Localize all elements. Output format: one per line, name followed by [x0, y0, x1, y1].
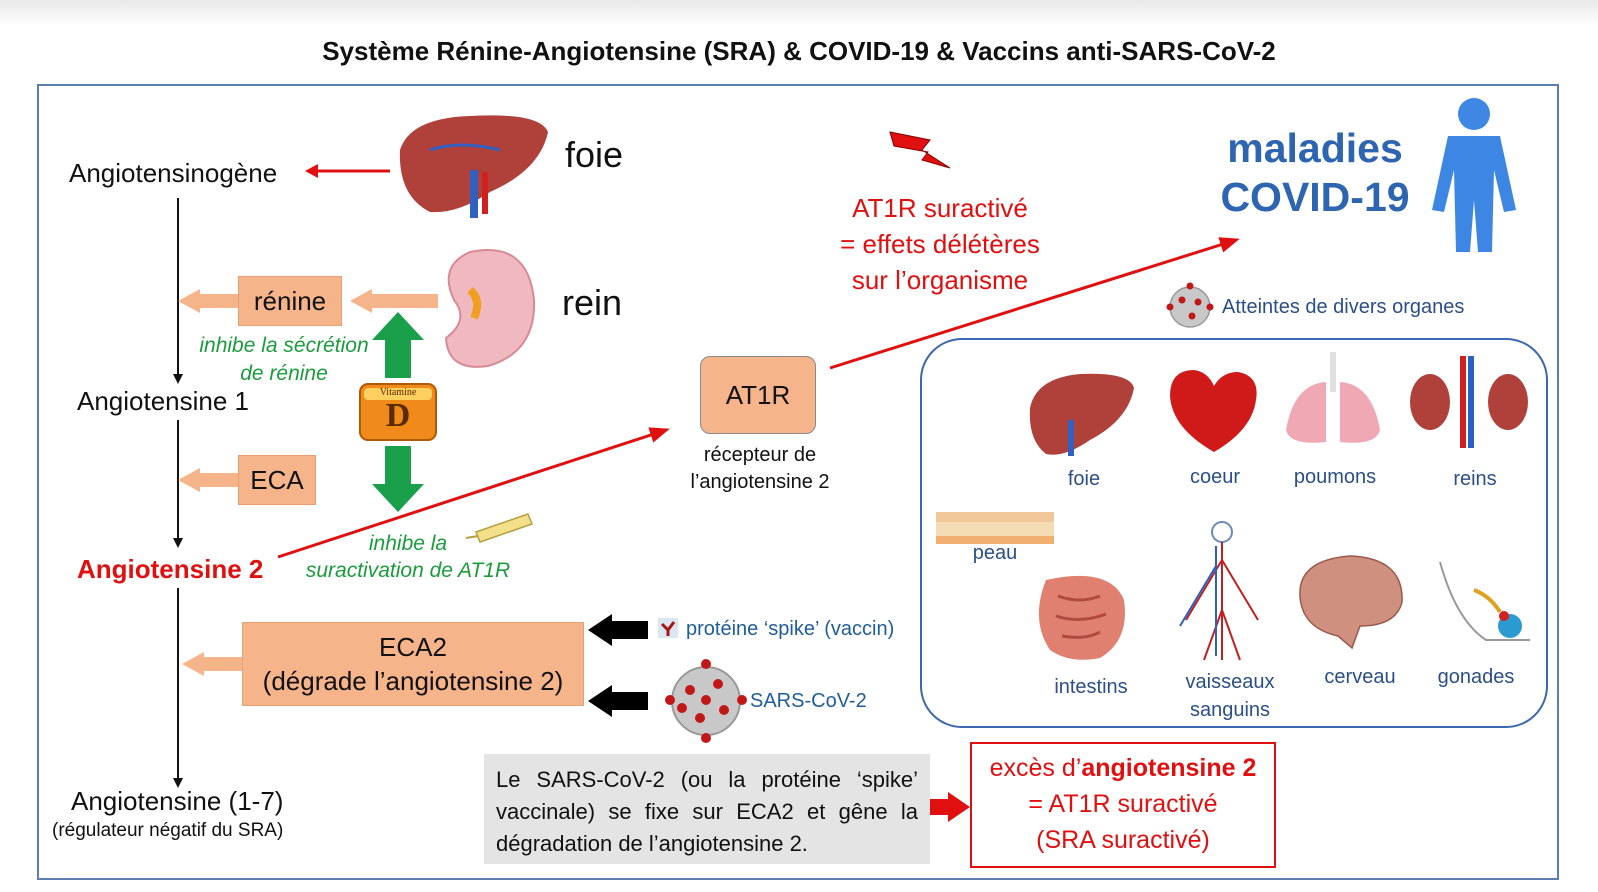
virus-icon: [665, 659, 747, 743]
diagram-frame: [37, 84, 1559, 880]
organ-lungs-label: poumons: [1293, 466, 1377, 488]
vitamin-d-icon: [359, 383, 437, 441]
inhibit-renin-line2: de rénine: [240, 362, 328, 385]
excess-bold: angiotensine 2: [1081, 754, 1257, 782]
at1r-box: AT1R: [700, 356, 816, 434]
organ-kidneys-icon: [1410, 356, 1528, 448]
angiotensinogen-label: Angiotensinogène: [69, 158, 278, 188]
angiotensin2-label: Angiotensine 2: [77, 554, 264, 584]
organ-vessels-line1: vaisseaux: [1185, 671, 1275, 693]
black-arrow-virus: [588, 685, 648, 717]
organs-box: [920, 338, 1548, 728]
spike-label: protéine ‘spike’ (vaccin): [686, 618, 895, 640]
organ-heart-icon: [1170, 370, 1257, 452]
organ-intestines-label: intestins: [1054, 676, 1128, 698]
angiotensin17-label: Angiotensine (1-7): [71, 786, 284, 816]
organ-vessels-label: vaisseaux sanguins: [1170, 668, 1290, 724]
organ-liver-label: foie: [1067, 468, 1101, 490]
eca2-box: ECA2 (dégrade l’angiotensine 2): [242, 622, 584, 706]
overactive-line1: AT1R suractivé: [852, 193, 1028, 223]
ampoule-icon: [465, 513, 533, 543]
organ-brain-label: cerveau: [1324, 666, 1396, 688]
peach-arrow-kidney: [350, 289, 438, 313]
lightning-icon: [889, 131, 951, 169]
organ-skin-label: peau: [972, 542, 1018, 564]
eca2-subtitle: (dégrade l’angiotensine 2): [262, 666, 564, 696]
kidney-label: rein: [562, 282, 623, 323]
overactive-line2: = effets délétères: [840, 229, 1040, 259]
disease-line1: maladies: [1227, 125, 1403, 171]
disease-title: maladies COVID-19: [1210, 124, 1420, 222]
inhibit-renin-line1: inhibe la sécrétion: [199, 334, 369, 357]
arrow-at1r-to-covid: [829, 237, 1240, 370]
excess-line2: = AT1R suractivé: [1028, 790, 1218, 818]
at1r-caption-line1: récepteur de: [703, 444, 817, 466]
small-virus-icon: [1166, 282, 1214, 328]
at1r-caption-line2: l’angiotensine 2: [690, 471, 830, 493]
peach-arrow-renin: [178, 289, 238, 313]
inhibit-at1r-line2: suractivation de AT1R: [305, 559, 511, 582]
organs-header: Atteintes de divers organes: [1222, 296, 1465, 318]
human-body-icon: [1432, 98, 1516, 252]
green-arrow-up: [372, 312, 424, 378]
eca2-title: ECA2: [379, 632, 447, 662]
vitamin-badge-letter: D: [385, 397, 411, 434]
organ-gonads-icon: [1439, 561, 1530, 641]
organ-intestines-icon: [1038, 575, 1125, 660]
eca-box: ECA: [238, 455, 316, 505]
organ-heart-label: coeur: [1189, 466, 1241, 488]
peach-arrow-eca2: [182, 652, 244, 676]
angiotensin1-label: Angiotensine 1: [77, 386, 250, 416]
overactive-line3: sur l’organisme: [851, 265, 1029, 295]
organ-skin-icon: [936, 512, 1054, 544]
excess-prefix: excès d’: [989, 754, 1082, 782]
liver-icon: [399, 115, 548, 218]
disease-line2: COVID-19: [1220, 174, 1410, 220]
page-title: Système Rénine-Angiotensine (SRA) & COVI…: [322, 36, 1276, 66]
green-arrow-down: [372, 446, 424, 512]
arrow-ang2-to-at1r: [277, 427, 670, 559]
organ-vessels-line2: sanguins: [1189, 699, 1271, 721]
peach-arrow-eca: [178, 468, 238, 492]
black-arrow-spike: [588, 614, 648, 646]
renin-box: rénine: [238, 276, 342, 326]
organ-vessels-icon: [1179, 521, 1259, 661]
spike-protein-icon: [658, 618, 678, 638]
overactive-text: AT1R suractivé = effets délétères sur l’…: [820, 190, 1060, 298]
kidney-icon: [444, 249, 536, 368]
inhibit-at1r-line1: inhibe la: [368, 532, 448, 555]
angiotensin17-note: (régulateur négatif du SRA): [52, 820, 284, 841]
organ-liver-icon: [1029, 373, 1134, 456]
excess-line1: excès d’angiotensine 2: [972, 750, 1274, 786]
red-arrow-excess: [930, 792, 970, 822]
info-box: Le SARS-CoV-2 (ou la protéine ‘spike’ va…: [484, 754, 930, 864]
liver-label: foie: [565, 134, 624, 175]
excess-box: excès d’angiotensine 2 = AT1R suractivé …: [970, 742, 1276, 868]
organ-kidneys-label: reins: [1453, 468, 1497, 490]
vitamin-badge-small: Vitamine: [379, 387, 417, 398]
organ-lungs-icon: [1286, 352, 1380, 443]
organ-gonads-label: gonades: [1437, 666, 1515, 688]
organ-brain-icon: [1299, 555, 1403, 650]
virus-label: SARS-CoV-2: [750, 690, 867, 712]
excess-line3: (SRA suractivé): [1036, 826, 1210, 854]
